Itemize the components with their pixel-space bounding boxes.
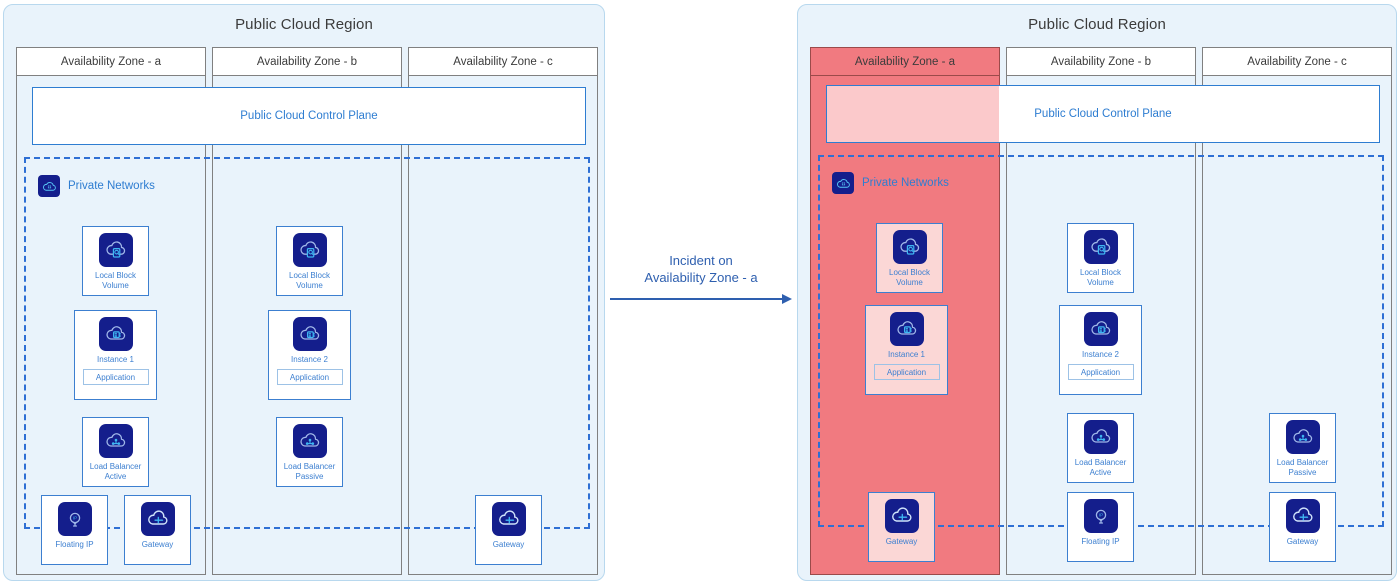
availability-zone-a-title: Availability Zone - a: [17, 48, 205, 76]
card-local-block-volume[interactable]: Local Block Volume: [82, 226, 149, 296]
card-label: Instance 2: [1082, 350, 1119, 359]
block-volume-cloud-icon: [98, 233, 133, 267]
card-label: Instance 1: [97, 355, 134, 364]
region-title: Public Cloud Region: [235, 16, 373, 33]
card-instance-1[interactable]: Instance 1 Application: [865, 305, 948, 395]
arrow-right-icon: [610, 294, 792, 304]
public-cloud-control-plane: Public Cloud Control Plane: [826, 85, 1380, 143]
card-local-block-volume[interactable]: Local Block Volume: [1067, 223, 1134, 293]
application-subbox[interactable]: Application: [1067, 364, 1134, 380]
card-label: Instance 1: [888, 350, 925, 359]
instance-cloud-icon: [889, 312, 924, 346]
availability-zone-b-title: Availability Zone - b: [1007, 48, 1195, 76]
gateway-cloud-icon: [1285, 499, 1320, 533]
private-network-cloud-icon: [832, 172, 854, 194]
block-volume-cloud-icon: [292, 233, 327, 267]
svg-text:IP: IP: [72, 516, 76, 521]
instance-cloud-icon: [98, 317, 133, 351]
availability-zone-b: Availability Zone - b: [1006, 47, 1196, 575]
private-network-cloud-icon: [38, 175, 60, 197]
load-balancer-cloud-icon: [1285, 420, 1320, 454]
block-volume-cloud-icon: [892, 230, 927, 264]
availability-zone-c-title: Availability Zone - c: [409, 48, 597, 76]
card-load-balancer-passive[interactable]: Load Balancer Passive: [276, 417, 343, 487]
card-label: Load Balancer Active: [1074, 458, 1127, 477]
card-gateway[interactable]: Gateway: [475, 495, 542, 565]
card-floating-ip[interactable]: IP Floating IP: [1067, 492, 1134, 562]
card-floating-ip[interactable]: IP Floating IP: [41, 495, 108, 565]
gateway-cloud-icon: [884, 499, 919, 533]
gateway-cloud-icon: [491, 502, 526, 536]
card-label: Local Block Volume: [1080, 268, 1121, 287]
application-subbox[interactable]: Application: [276, 369, 343, 385]
region-title: Public Cloud Region: [1028, 16, 1166, 33]
load-balancer-cloud-icon: [1083, 420, 1118, 454]
incident-annotation-line-2: Availability Zone - a: [644, 270, 758, 285]
incident-annotation: Incident on Availability Zone - a: [610, 252, 792, 304]
incident-annotation-line-1: Incident on: [669, 253, 733, 268]
card-instance-1[interactable]: Instance 1 Application: [74, 310, 157, 400]
card-load-balancer-active[interactable]: Load Balancer Active: [82, 417, 149, 487]
card-load-balancer-passive[interactable]: Load Balancer Passive: [1269, 413, 1336, 483]
card-label: Gateway: [492, 540, 525, 549]
control-plane-label: Public Cloud Control Plane: [1034, 108, 1172, 120]
card-label: Gateway: [141, 540, 174, 549]
availability-zone-b: Availability Zone - b: [212, 47, 402, 575]
instance-cloud-icon: [1083, 312, 1118, 346]
card-gateway[interactable]: Gateway: [868, 492, 935, 562]
application-subbox[interactable]: Application: [873, 364, 940, 380]
card-label: Floating IP: [55, 540, 94, 549]
card-instance-2[interactable]: Instance 2 Application: [268, 310, 351, 400]
card-gateway[interactable]: Gateway: [124, 495, 191, 565]
control-plane-label: Public Cloud Control Plane: [240, 110, 378, 122]
availability-zone-b-title: Availability Zone - b: [213, 48, 401, 76]
floating-ip-icon: IP: [57, 502, 92, 536]
card-label: Local Block Volume: [289, 271, 330, 290]
region-panel-after: Public Cloud Region Availability Zone - …: [797, 4, 1397, 581]
card-label: Load Balancer Active: [89, 462, 142, 481]
private-networks-label: Private Networks: [68, 180, 155, 192]
card-instance-2[interactable]: Instance 2 Application: [1059, 305, 1142, 395]
card-local-block-volume[interactable]: Local Block Volume: [876, 223, 943, 293]
region-panel-before: Public Cloud Region Availability Zone - …: [3, 4, 605, 581]
card-load-balancer-active[interactable]: Load Balancer Active: [1067, 413, 1134, 483]
block-volume-cloud-icon: [1083, 230, 1118, 264]
private-networks-legend: Private Networks: [832, 172, 949, 194]
card-label: Instance 2: [291, 355, 328, 364]
svg-text:IP: IP: [1098, 513, 1102, 518]
availability-zone-c: Availability Zone - c: [1202, 47, 1392, 575]
private-networks-legend: Private Networks: [38, 175, 155, 197]
card-label: Floating IP: [1081, 537, 1120, 546]
card-gateway[interactable]: Gateway: [1269, 492, 1336, 562]
card-label: Load Balancer Passive: [1276, 458, 1329, 477]
card-label: Load Balancer Passive: [283, 462, 336, 481]
availability-zone-a: Availability Zone - a: [16, 47, 206, 575]
instance-cloud-icon: [292, 317, 327, 351]
card-local-block-volume[interactable]: Local Block Volume: [276, 226, 343, 296]
card-label: Local Block Volume: [95, 271, 136, 290]
card-label: Local Block Volume: [889, 268, 930, 287]
floating-ip-icon: IP: [1083, 499, 1118, 533]
card-label: Gateway: [885, 537, 918, 546]
gateway-cloud-icon: [140, 502, 175, 536]
availability-zone-c: Availability Zone - c: [408, 47, 598, 575]
availability-zone-c-title: Availability Zone - c: [1203, 48, 1391, 76]
availability-zone-a-title: Availability Zone - a: [811, 48, 999, 76]
private-networks-label: Private Networks: [862, 177, 949, 189]
load-balancer-cloud-icon: [292, 424, 327, 458]
load-balancer-cloud-icon: [98, 424, 133, 458]
application-subbox[interactable]: Application: [82, 369, 149, 385]
public-cloud-control-plane: Public Cloud Control Plane: [32, 87, 586, 145]
control-plane-impacted-overlay: [827, 86, 999, 142]
card-label: Gateway: [1286, 537, 1319, 546]
